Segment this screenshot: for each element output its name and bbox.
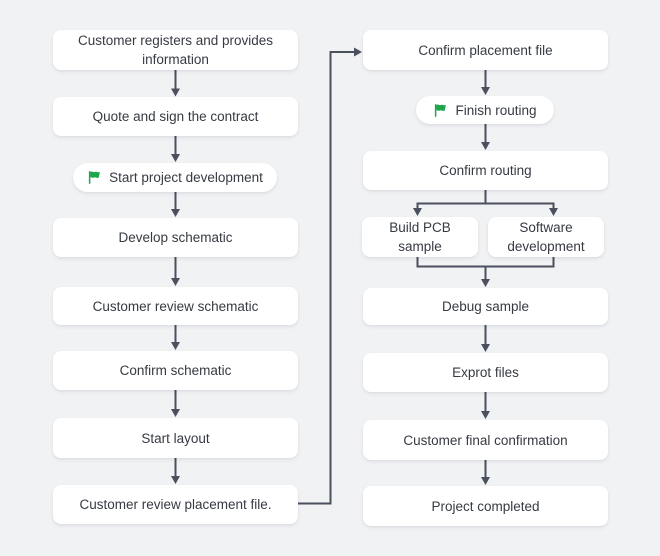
node-quote-contract: Quote and sign the contract [53, 97, 298, 136]
node-customer-review-placement: Customer review placement file. [53, 485, 298, 524]
edge-l5-l6 [171, 325, 180, 350]
edge-l7-l8 [171, 458, 180, 484]
edge-r7-r8 [481, 460, 490, 485]
edge-l4-l5 [171, 257, 180, 286]
edge-r2-r3 [481, 124, 490, 150]
node-label: Software development [507, 220, 585, 254]
edge-l1-l2 [171, 70, 180, 97]
edge-l2-l3 [171, 136, 180, 162]
milestone-label: Start project development [109, 170, 263, 185]
node-label: Quote and sign the contract [92, 109, 259, 124]
node-customer-final-confirmation: Customer final confirmation [363, 420, 608, 460]
node-confirm-schematic: Confirm schematic [53, 351, 298, 390]
node-software-development: Software development [488, 217, 604, 257]
node-customer-registers: Customer registers and provides informat… [53, 30, 298, 70]
node-start-layout: Start layout [53, 418, 298, 458]
node-label: Project completed [431, 498, 540, 514]
node-debug-sample: Debug sample [363, 288, 608, 325]
edge-r1-r2 [481, 70, 490, 95]
edge-r3-branch [413, 190, 558, 216]
node-label: Exprot files [452, 365, 519, 380]
flag-icon [87, 170, 102, 185]
edge-l6-l7 [171, 390, 180, 417]
node-label: Customer review schematic [92, 298, 259, 314]
node-label: Develop schematic [118, 230, 233, 245]
flag-icon [433, 103, 448, 118]
node-label: Confirm schematic [119, 363, 232, 378]
edge-merge-r5 [416, 257, 555, 287]
node-confirm-placement: Confirm placement file [363, 30, 608, 70]
edge-r5-r6 [481, 325, 490, 352]
node-label: Confirm routing [439, 163, 532, 178]
node-label: Build PCB sample [389, 220, 451, 254]
node-develop-schematic: Develop schematic [53, 218, 298, 257]
node-label: Customer final confirmation [403, 432, 568, 448]
milestone-label: Finish routing [455, 102, 537, 118]
milestone-start-project: Start project development [73, 163, 277, 192]
node-export-files: Exprot files [363, 353, 608, 392]
edge-r6-r7 [481, 392, 490, 419]
node-customer-review-schematic: Customer review schematic [53, 287, 298, 325]
node-build-pcb-sample: Build PCB sample [362, 217, 478, 257]
node-project-completed: Project completed [363, 486, 608, 526]
edge-l8-r1-elbow [298, 47, 362, 505]
node-label: Debug sample [441, 299, 530, 314]
node-label: Confirm placement file [418, 42, 553, 58]
node-confirm-routing: Confirm routing [363, 151, 608, 190]
node-label: Start layout [141, 430, 210, 446]
edge-l3-l4 [171, 192, 180, 217]
milestone-finish-routing: Finish routing [416, 96, 554, 124]
node-label: Customer registers and provides informat… [77, 33, 274, 67]
node-label: Customer review placement file. [79, 497, 272, 512]
